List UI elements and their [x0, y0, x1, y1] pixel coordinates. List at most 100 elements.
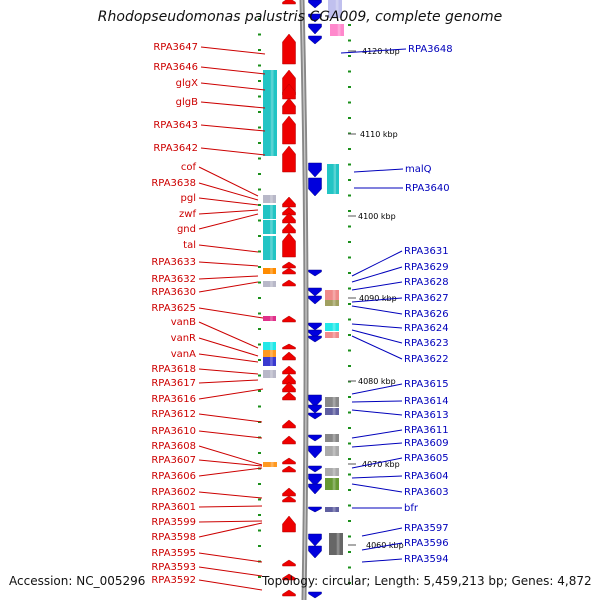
reverse-gene-arrow [308, 177, 322, 197]
grid-dot [258, 219, 261, 222]
reverse-gene-arrow [308, 35, 322, 45]
grid-dot [258, 250, 261, 253]
grid-dot [348, 349, 351, 352]
grid-dot [258, 498, 261, 501]
label-connector-line [200, 147, 266, 156]
label-connector-line [198, 197, 259, 206]
gene-label-right: RPA3627 [404, 293, 449, 304]
forward-gene-arrow [282, 381, 296, 393]
reverse-gene-arrow [308, 322, 322, 331]
grid-dot [348, 303, 351, 305]
reverse-gene-arrow [308, 412, 322, 420]
grid-dot [348, 101, 351, 104]
gene-label-left: RPA3610 [151, 426, 196, 437]
gene-label-left: RPA3616 [151, 394, 196, 405]
grid-dot [348, 551, 351, 553]
feature-block-shine [270, 96, 274, 124]
label-connector-line [198, 491, 263, 499]
forward-gene-arrow [282, 145, 296, 173]
feature-block-shine [270, 268, 273, 274]
grid-dot [348, 566, 351, 569]
reverse-gene-arrow [308, 473, 322, 487]
feature-block-shine [337, 24, 341, 36]
feature-block [263, 268, 276, 274]
reverse-gene-arrow [308, 13, 322, 23]
label-connector-line [198, 467, 263, 477]
forward-gene-arrow [282, 495, 296, 503]
grid-dot [258, 405, 261, 408]
feature-block-shine [332, 300, 336, 306]
grid-dot [258, 188, 261, 191]
feature-block-shine [332, 478, 336, 490]
grid-dot [348, 272, 351, 274]
gene-label-right: RPA3629 [404, 262, 449, 273]
label-connector-line [198, 261, 259, 267]
gene-label-right: RPA3624 [404, 323, 449, 334]
feature-block [325, 300, 339, 306]
grid-dot [258, 126, 261, 129]
gene-label-right: RPA3626 [404, 309, 449, 320]
feature-block-shine [270, 357, 273, 366]
gene-label-left: RPA3642 [153, 143, 198, 154]
label-connector-line [351, 305, 403, 315]
reverse-gene-arrow [308, 591, 322, 599]
grid-dot [348, 473, 351, 476]
grid-dot [258, 374, 261, 377]
grid-dot [258, 390, 261, 392]
forward-gene-arrow [282, 435, 296, 445]
feature-block [325, 332, 339, 338]
grid-dot [258, 204, 261, 206]
reverse-gene-arrow [308, 329, 322, 339]
gene-label-right: RPA3605 [404, 453, 449, 464]
grid-dot [258, 95, 261, 98]
feature-block-shine [332, 434, 336, 442]
feature-block [329, 533, 343, 555]
label-connector-line [198, 379, 259, 384]
gene-label-left: vanR [171, 333, 196, 344]
gene-label-left: RPA3630 [151, 287, 196, 298]
label-connector-line [198, 459, 263, 467]
forward-gene-arrow [282, 0, 296, 5]
label-connector-line [198, 413, 263, 423]
reverse-gene-arrow [308, 506, 322, 513]
feature-block [325, 468, 339, 476]
label-connector-line [340, 48, 407, 54]
gene-label-left: vanB [171, 317, 196, 328]
gene-label-right: RPA3631 [404, 246, 449, 257]
gene-label-right: RPA3615 [404, 379, 449, 390]
label-connector-line [361, 542, 403, 551]
feature-block-shine [270, 462, 274, 467]
grid-dot [348, 396, 351, 398]
gene-label-right: RPA3628 [404, 277, 449, 288]
feature-block [327, 164, 339, 194]
grid-dot [348, 241, 351, 243]
grid-dot [258, 235, 261, 237]
forward-gene-arrow [282, 33, 296, 65]
reverse-gene-arrow [308, 404, 322, 414]
label-connector-line [200, 124, 266, 132]
label-connector-line [198, 353, 259, 363]
grid-dot [258, 173, 261, 175]
grid-dot [348, 179, 351, 181]
feature-block [263, 236, 276, 260]
feature-block-shine [270, 350, 273, 358]
gene-label-left: zwf [179, 209, 196, 220]
grid-dot [348, 489, 351, 491]
grid-dot [348, 582, 351, 584]
reverse-gene-arrow [308, 394, 322, 408]
gene-label-right: RPA3597 [404, 523, 449, 534]
feature-block-shine [270, 195, 273, 203]
grid-dot [348, 210, 351, 212]
label-connector-line [198, 445, 263, 466]
feature-block [325, 507, 339, 512]
gene-label-left: RPA3612 [151, 409, 196, 420]
gene-label-right: bfr [404, 503, 419, 514]
label-connector-line [200, 101, 266, 109]
label-connector-line [351, 297, 403, 303]
label-connector-line [198, 166, 259, 197]
feature-block-shine [270, 342, 273, 350]
gene-label-left: gnd [177, 224, 196, 235]
feature-block [263, 96, 277, 124]
label-connector-line [353, 168, 404, 173]
feature-block-shine [270, 70, 274, 96]
